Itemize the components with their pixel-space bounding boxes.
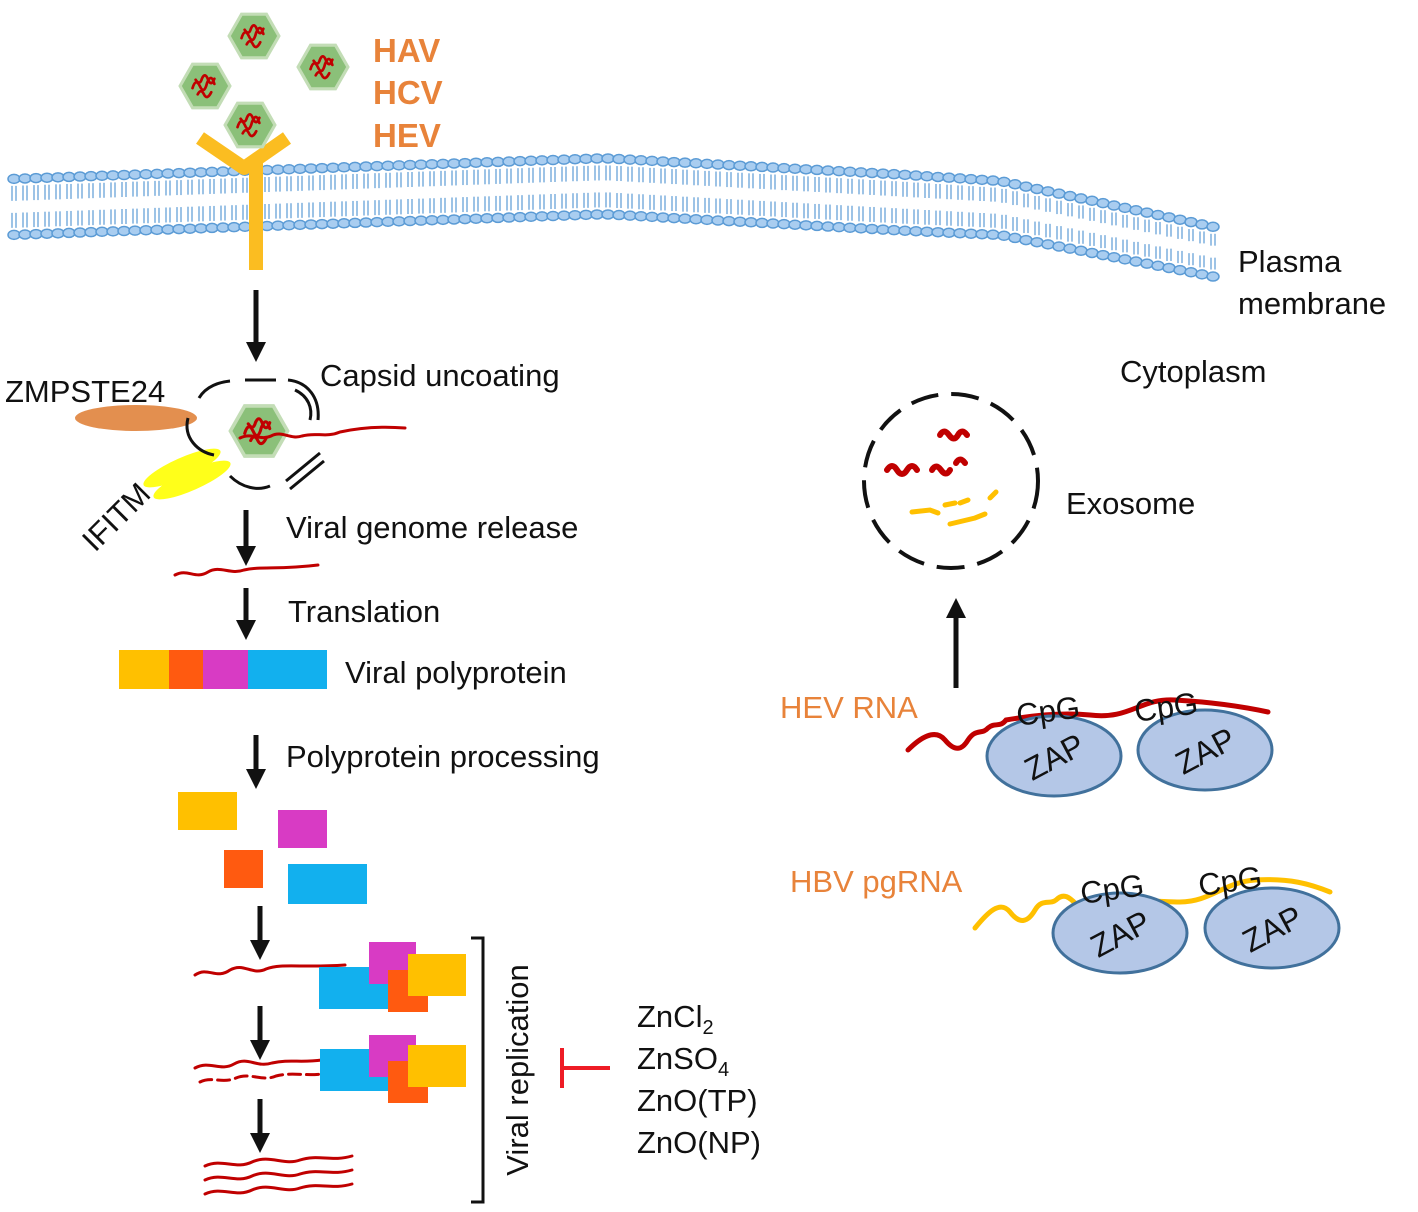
- virus-label-hav: HAV: [373, 32, 440, 69]
- virus-label-hev: HEV: [373, 117, 441, 154]
- replication-bracket: [471, 936, 485, 1204]
- zinc-compound-znso4: ZnSO4: [637, 1041, 729, 1081]
- viral-genome: [173, 563, 320, 577]
- hev-rna-label: HEV RNA: [780, 690, 918, 725]
- zap-protein: [1136, 708, 1274, 792]
- exosome-label: Exosome: [1066, 486, 1195, 521]
- zinc-compound-list: ZnCl2 ZnSO4 ZnO(TP) ZnO(NP): [637, 999, 761, 1160]
- virus-icon: [227, 12, 281, 60]
- zap-protein: [1051, 891, 1189, 975]
- plasma-membrane-label: membrane: [1238, 286, 1386, 321]
- replication-complex: [193, 942, 466, 1012]
- inhibition-icon: [560, 1048, 610, 1088]
- pathway-arrows: [236, 290, 270, 1153]
- ifitm-protein: [143, 448, 221, 488]
- ifitm-label: IFITM: [75, 476, 157, 558]
- step-genome-release: Viral genome release: [286, 510, 578, 545]
- zmpste24-label: ZMPSTE24: [5, 374, 165, 409]
- plasma-membrane-label: Plasma: [1238, 244, 1342, 279]
- replication-complex: [193, 1035, 466, 1103]
- uncoating-capsid-icon: [228, 404, 290, 458]
- zap-protein: [1203, 886, 1341, 970]
- zinc-compound-zncl2: ZnCl2: [637, 999, 714, 1039]
- step-capsid-uncoating: Capsid uncoating: [320, 358, 560, 393]
- virus-particles: [178, 12, 350, 149]
- virus-label-hcv: HCV: [373, 74, 443, 111]
- step-translation: Translation: [288, 594, 440, 629]
- zmpste24-protein: [75, 405, 197, 431]
- zinc-compound-zno-tp: ZnO(TP): [637, 1083, 758, 1118]
- virus-icon: [178, 62, 232, 110]
- hev-rna: [905, 697, 1271, 753]
- viral-replication-label: Viral replication: [500, 964, 535, 1175]
- cytoplasm-label: Cytoplasm: [1120, 354, 1266, 389]
- hbv-pgrna-label: HBV pgRNA: [790, 864, 963, 899]
- zap-protein: [985, 714, 1123, 798]
- replicated-genomes: [203, 1154, 354, 1196]
- exosome: [862, 392, 1040, 570]
- virus-icon: [223, 101, 277, 149]
- viral-polyprotein: [119, 650, 327, 689]
- virus-icon: [296, 43, 350, 91]
- step-polyprotein: Viral polyprotein: [345, 655, 567, 690]
- plasma-membrane: [7, 153, 1220, 282]
- endosome: [75, 378, 407, 500]
- zinc-compound-zno-np: ZnO(NP): [637, 1125, 761, 1160]
- step-processing: Polyprotein processing: [286, 739, 600, 774]
- processed-proteins: [178, 792, 367, 904]
- receptor: [196, 132, 292, 270]
- ifitm-protein: [153, 460, 231, 500]
